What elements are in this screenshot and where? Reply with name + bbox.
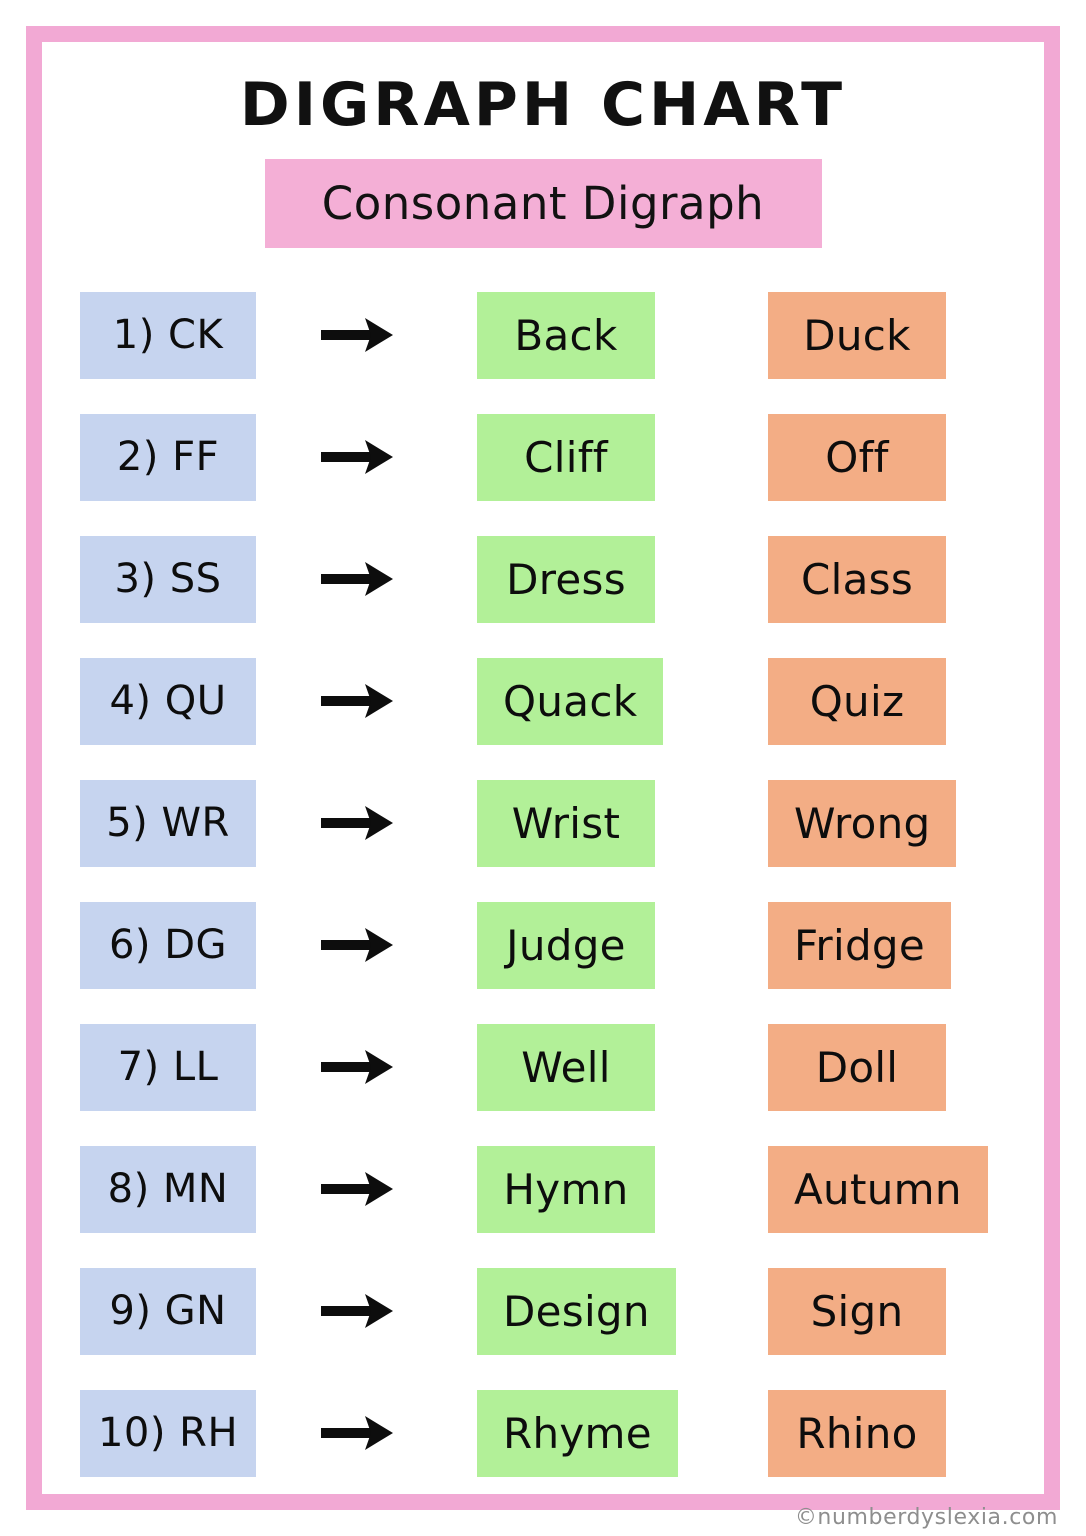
digraph-label: 3) SS — [114, 556, 222, 602]
word-label: Doll — [815, 1042, 899, 1092]
word-label: Autumn — [794, 1164, 962, 1214]
right-arrow-icon — [319, 680, 397, 722]
example-word-green: Dress — [477, 535, 655, 623]
digraph-cell: 7) LL — [80, 1023, 256, 1111]
digraph-row-list: 1) CK Back Duck 2) FF Cliff Off 3) SS Dress Clas… — [42, 274, 1044, 1494]
word-label: Rhino — [796, 1408, 918, 1458]
digraph-cell: 3) SS — [80, 535, 256, 623]
word-label: Wrist — [511, 798, 621, 848]
digraph-cell: 5) WR — [80, 779, 256, 867]
arrow-cell — [310, 1146, 406, 1233]
table-row: 10) RH Rhyme Rhino — [42, 1372, 1044, 1494]
word-label: Dress — [506, 554, 626, 604]
digraph-cell: 2) FF — [80, 413, 256, 501]
digraph-cell: 10) RH — [80, 1389, 256, 1477]
example-word-green: Back — [477, 291, 655, 379]
arrow-cell — [310, 902, 406, 989]
right-arrow-icon — [319, 558, 397, 600]
arrow-cell — [310, 414, 406, 501]
digraph-cell: 4) QU — [80, 657, 256, 745]
example-word-green: Judge — [477, 901, 655, 989]
right-arrow-icon — [319, 802, 397, 844]
digraph-cell: 1) CK — [80, 291, 256, 379]
right-arrow-icon — [319, 1412, 397, 1454]
example-word-orange: Wrong — [768, 779, 957, 867]
example-word-green: Rhyme — [477, 1389, 678, 1477]
word-label: Wrong — [794, 798, 931, 848]
right-arrow-icon — [319, 1046, 397, 1088]
copyright-watermark: ©numberdyslexia.com — [794, 1505, 1058, 1530]
arrow-cell — [310, 292, 406, 379]
word-label: Fridge — [794, 920, 925, 970]
word-label: Cliff — [524, 432, 608, 482]
table-row: 2) FF Cliff Off — [42, 396, 1044, 518]
arrow-cell — [310, 1024, 406, 1111]
table-row: 9) GN Design Sign — [42, 1250, 1044, 1372]
right-arrow-icon — [319, 1168, 397, 1210]
digraph-label: 8) MN — [107, 1166, 229, 1212]
digraph-label: 1) CK — [112, 312, 224, 358]
digraph-cell: 8) MN — [80, 1145, 256, 1233]
table-row: 1) CK Back Duck — [42, 274, 1044, 396]
arrow-cell — [310, 536, 406, 623]
word-label: Well — [521, 1042, 611, 1092]
page-title: DIGRAPH CHART — [239, 70, 847, 140]
example-word-orange: Fridge — [768, 901, 951, 989]
example-word-green: Hymn — [477, 1145, 655, 1233]
digraph-label: 2) FF — [116, 434, 220, 480]
word-label: Duck — [803, 310, 911, 360]
word-label: Class — [801, 554, 913, 604]
table-row: 3) SS Dress Class — [42, 518, 1044, 640]
word-label: Hymn — [503, 1164, 629, 1214]
arrow-cell — [310, 780, 406, 867]
example-word-orange: Rhino — [768, 1389, 946, 1477]
poster-content: DIGRAPH CHART Consonant Digraph 1) CK Bac… — [42, 42, 1044, 1494]
word-label: Off — [825, 432, 889, 482]
arrow-cell — [310, 1390, 406, 1477]
word-label: Back — [514, 310, 618, 360]
word-label: Quack — [503, 676, 638, 726]
subtitle-banner: Consonant Digraph — [264, 159, 822, 248]
arrow-cell — [310, 1268, 406, 1355]
example-word-green: Design — [477, 1267, 676, 1355]
word-label: Design — [503, 1286, 650, 1336]
example-word-green: Well — [477, 1023, 655, 1111]
example-word-orange: Quiz — [768, 657, 946, 745]
digraph-label: 7) LL — [117, 1044, 219, 1090]
digraph-label: 6) DG — [108, 922, 228, 968]
right-arrow-icon — [319, 1290, 397, 1332]
example-word-green: Cliff — [477, 413, 655, 501]
table-row: 5) WR Wrist Wrong — [42, 762, 1044, 884]
table-row: 6) DG Judge Fridge — [42, 884, 1044, 1006]
arrow-cell — [310, 658, 406, 745]
table-row: 7) LL Well Doll — [42, 1006, 1044, 1128]
example-word-orange: Class — [768, 535, 946, 623]
example-word-orange: Autumn — [768, 1145, 988, 1233]
example-word-orange: Off — [768, 413, 946, 501]
digraph-label: 4) QU — [109, 678, 227, 724]
digraph-label: 5) WR — [106, 800, 230, 846]
example-word-orange: Duck — [768, 291, 946, 379]
word-label: Sign — [810, 1286, 904, 1336]
right-arrow-icon — [319, 924, 397, 966]
word-label: Rhyme — [503, 1408, 652, 1458]
digraph-cell: 9) GN — [80, 1267, 256, 1355]
digraph-label: 9) GN — [109, 1288, 227, 1334]
table-row: 8) MN Hymn Autumn — [42, 1128, 1044, 1250]
poster-border-frame — [26, 26, 1060, 1510]
right-arrow-icon — [319, 436, 397, 478]
table-row: 4) QU Quack Quiz — [42, 640, 1044, 762]
digraph-label: 10) RH — [97, 1410, 239, 1456]
word-label: Judge — [506, 920, 626, 970]
example-word-green: Quack — [477, 657, 664, 745]
right-arrow-icon — [319, 314, 397, 356]
example-word-green: Wrist — [477, 779, 655, 867]
example-word-orange: Sign — [768, 1267, 946, 1355]
word-label: Quiz — [809, 676, 905, 726]
digraph-cell: 6) DG — [80, 901, 256, 989]
subtitle-text: Consonant Digraph — [321, 177, 765, 230]
example-word-orange: Doll — [768, 1023, 946, 1111]
